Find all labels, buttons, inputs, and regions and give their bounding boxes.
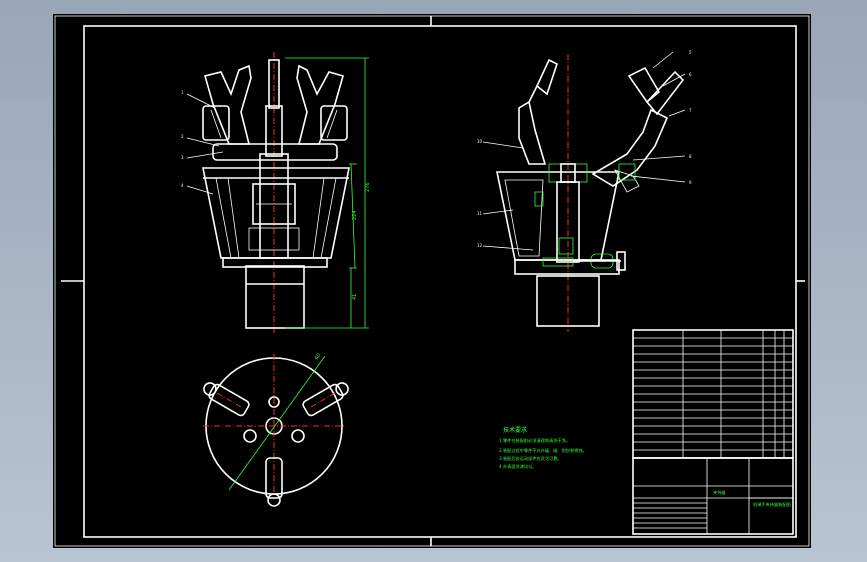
dimension-text: 276	[365, 182, 371, 192]
cad-drawing: 1 2 3 4 276 224 41	[54, 15, 810, 547]
parts-list	[632, 329, 794, 459]
notes-title: 技术要求	[503, 426, 527, 434]
cross-bar	[212, 143, 338, 161]
title-name: 夹持器	[713, 489, 726, 496]
finger-bottom	[265, 457, 283, 507]
finger-top-right	[302, 382, 349, 417]
part-label: 8	[689, 154, 692, 159]
right-finger	[296, 64, 344, 145]
note-line: 2.装配过程中零件不允许磕、碰、划伤和锈蚀。	[499, 447, 587, 454]
dimension-text: 224	[352, 210, 358, 220]
finger-top-left	[203, 382, 250, 417]
section-line	[228, 355, 326, 491]
part-label: 1	[181, 90, 184, 95]
part-label: 5	[689, 50, 692, 55]
part-label: 6	[689, 72, 692, 77]
inner-border	[83, 25, 797, 538]
base-cylinder	[245, 265, 305, 329]
part-label: 9	[689, 180, 692, 185]
part-label: 11	[477, 211, 483, 216]
note-line: 3.装配后各运动部件应灵活可靠。	[499, 455, 562, 462]
section-view: 5 6 7 8 9 10 11 12	[477, 50, 692, 332]
base-cylinder	[536, 275, 600, 327]
drawing-sheet: 1 2 3 4 276 224 41	[53, 14, 811, 548]
top-view: 60	[203, 352, 349, 507]
dimension-text: 60	[314, 352, 323, 361]
part-label: 10	[477, 139, 483, 144]
note-line: 1.零件在装配前必须清理和清洗干净。	[499, 437, 570, 444]
part-label: 12	[477, 243, 483, 248]
drawing-number: 机械手夹持器装配图	[753, 501, 791, 508]
part-label: 3	[181, 155, 184, 160]
left-finger	[518, 100, 547, 165]
dimension-text: 41	[352, 294, 358, 300]
part-label: 7	[689, 108, 692, 113]
cone-body	[202, 167, 350, 259]
part-label: 4	[181, 183, 184, 188]
central-shaft	[259, 153, 289, 259]
note-line: 4.外表面涂漆均匀。	[499, 463, 537, 470]
outer-border	[54, 15, 810, 547]
front-view: 1 2 3 4 276 224 41	[181, 52, 371, 334]
part-label: 2	[181, 134, 184, 139]
cone-body	[496, 171, 620, 261]
left-finger	[204, 64, 252, 145]
title-block: 夹持器 机械手夹持器装配图	[632, 457, 794, 535]
technical-notes: 技术要求 1.零件在装配前必须清理和清洗干净。 2.装配过程中零件不允许磕、碰、…	[499, 426, 587, 470]
